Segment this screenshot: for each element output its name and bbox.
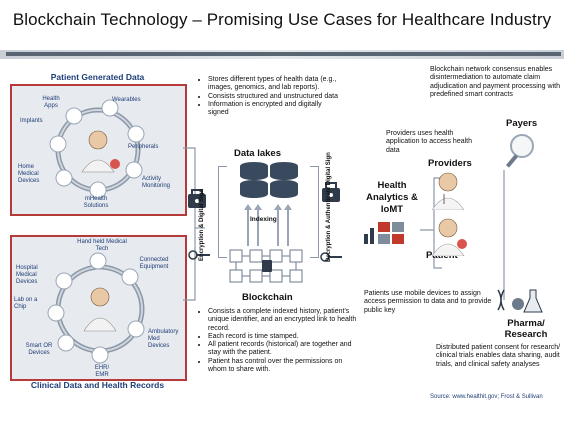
encryption-label: Encryption & Digital Sign [199, 188, 205, 261]
data-lakes-bullets: Stores different types of health data (e… [196, 76, 338, 117]
payers-label: Payers [506, 118, 538, 129]
data-lakes-bullet: Stores different types of health data (e… [208, 76, 338, 93]
patient-description: Patients use mobile devices to assign ac… [364, 290, 492, 314]
node-activity-monitoring: Activity Monitoring [142, 176, 171, 189]
payers-description: Blockchain network consensus enables dis… [430, 66, 560, 98]
pharma-label: Pharma/ Research [504, 318, 548, 340]
node-lab-on-a-chip: Lab on a Chip [14, 297, 38, 310]
data-lakes-bullet: Consists structured and unstructured dat… [208, 93, 338, 101]
data-lakes-label: Data lakes [234, 148, 282, 159]
health-analytics-label: Health Analytics & IoMT [366, 180, 418, 215]
patient-generated-panel: Health Apps Wearables Implants Periphera… [10, 84, 187, 216]
doctor-avatar [431, 172, 465, 210]
node-hand-held-medical-tech: Hand held Medical Tech [77, 239, 127, 252]
node-implants: Implants [20, 118, 43, 124]
blockchain-bullet: All patient records (historical) are tog… [208, 341, 358, 358]
node-connected-equipment: Connected Equipment [139, 257, 169, 270]
bracket-right [310, 166, 319, 258]
analytics-icon [364, 222, 404, 244]
node-peripherals: Peripherals [128, 144, 159, 150]
blockchain-bullet: Patient has control over the permissions… [208, 358, 358, 375]
indexing-arrows [244, 204, 292, 246]
providers-label: Providers [428, 158, 472, 169]
node-home-medical-devices: Home Medical Devices [18, 164, 40, 184]
patient-generated-ring [49, 99, 145, 199]
lab-flask-icon [497, 289, 543, 313]
blockchain-bullet: Each record is time stamped. [208, 333, 358, 341]
node-mhealth-solutions: mHealth Solutions [83, 196, 109, 209]
page-title: Blockchain Technology – Promising Use Ca… [12, 10, 552, 29]
blockchain-label: Blockchain [242, 292, 293, 303]
source-note: Source: www.healthit.gov; Frost & Sulliv… [430, 394, 543, 400]
stakeholder-connector [420, 170, 505, 300]
node-hospital-medical-devices: Hospital Medical Devices [16, 265, 38, 285]
blockchain-icon [229, 249, 303, 283]
clinical-panel: Hand held Medical Tech Connected Equipme… [10, 235, 187, 381]
encryption-icon [188, 189, 210, 260]
indexing-label: Indexing [250, 216, 277, 223]
node-health-apps: Health Apps [42, 96, 60, 109]
node-ambulatory-med-devices: Ambulatory Med Devices [148, 329, 179, 349]
patient-avatar [431, 218, 467, 256]
pharma-description: Distributed patient consent for research… [436, 344, 561, 368]
providers-description: Providers uses health application to acc… [386, 130, 472, 154]
node-smart-or-devices: Smart OR Devices [25, 343, 53, 356]
blockchain-bullet: Consists a complete indexed history, pat… [208, 308, 358, 333]
node-ehr-emr: EHR/ EMR [94, 365, 110, 378]
magnifier-icon [505, 134, 534, 168]
decryption-icon [320, 182, 342, 262]
database-icon [240, 162, 298, 198]
blockchain-bullets: Consists a complete indexed history, pat… [196, 308, 358, 374]
clinical-heading: Clinical Data and Health Records [30, 380, 165, 390]
patient-generated-heading: Patient Generated Data [50, 72, 145, 82]
data-lakes-bullet: Information is encrypted and digitally s… [208, 101, 338, 118]
left-connector [183, 147, 205, 301]
clinical-ring [47, 252, 145, 364]
title-divider [0, 50, 564, 59]
bracket-left [218, 166, 227, 258]
decryption-label: Decryption & Authenticate Digital Sign [326, 152, 332, 262]
node-wearables: Wearables [112, 97, 141, 103]
